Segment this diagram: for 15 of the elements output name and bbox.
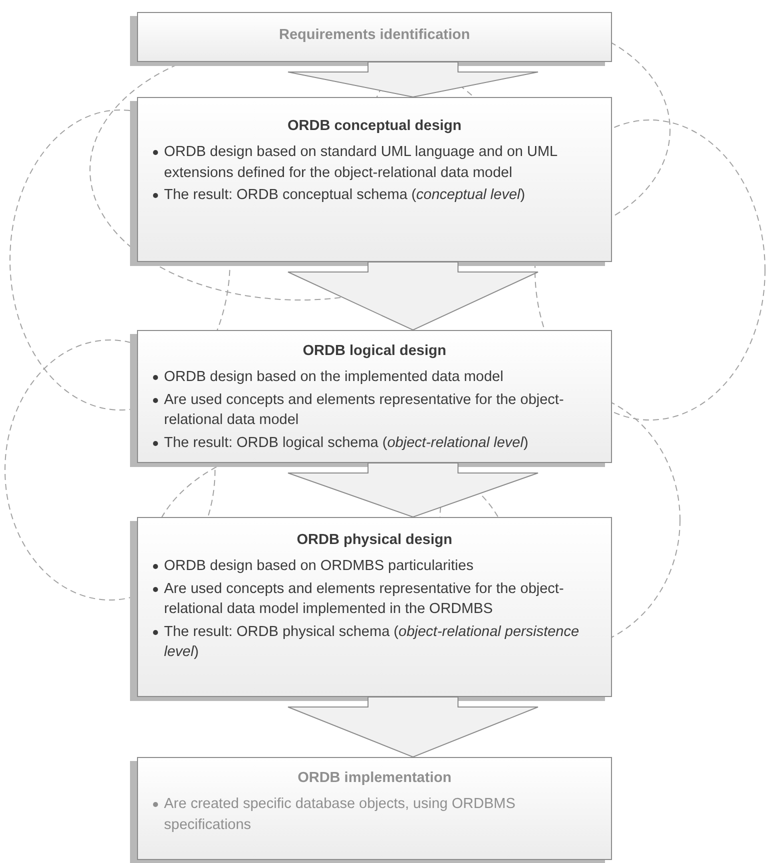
block-arrow <box>288 62 538 98</box>
box-heading: ORDB physical design <box>296 532 454 548</box>
box-heading: Requirements identification <box>278 27 471 43</box>
bullet-text: ORDB design based on the implemented data model <box>152 367 597 388</box>
bullet-text: The result: ORDB conceptual schema (conceptual level) <box>152 185 597 206</box>
box-heading: ORDB implementation <box>296 770 452 786</box>
box-heading: ORDB logical design <box>302 343 448 359</box>
bullet-text: ORDB design based on ORDMBS particularities <box>152 556 597 577</box>
bullet-text: Are created specific database objects, using ORDBMS specifications <box>152 794 597 836</box>
block-arrow <box>288 262 538 331</box>
bullet-text: The result: ORDB logical schema (object-relational level) <box>152 432 597 454</box>
bullet-text: The result: ORDB physical schema (object-relational persistence level) <box>152 622 597 663</box>
box-heading: ORDB conceptual design <box>286 118 463 134</box>
block-arrow <box>288 696 538 758</box>
block-arrow <box>288 462 538 518</box>
